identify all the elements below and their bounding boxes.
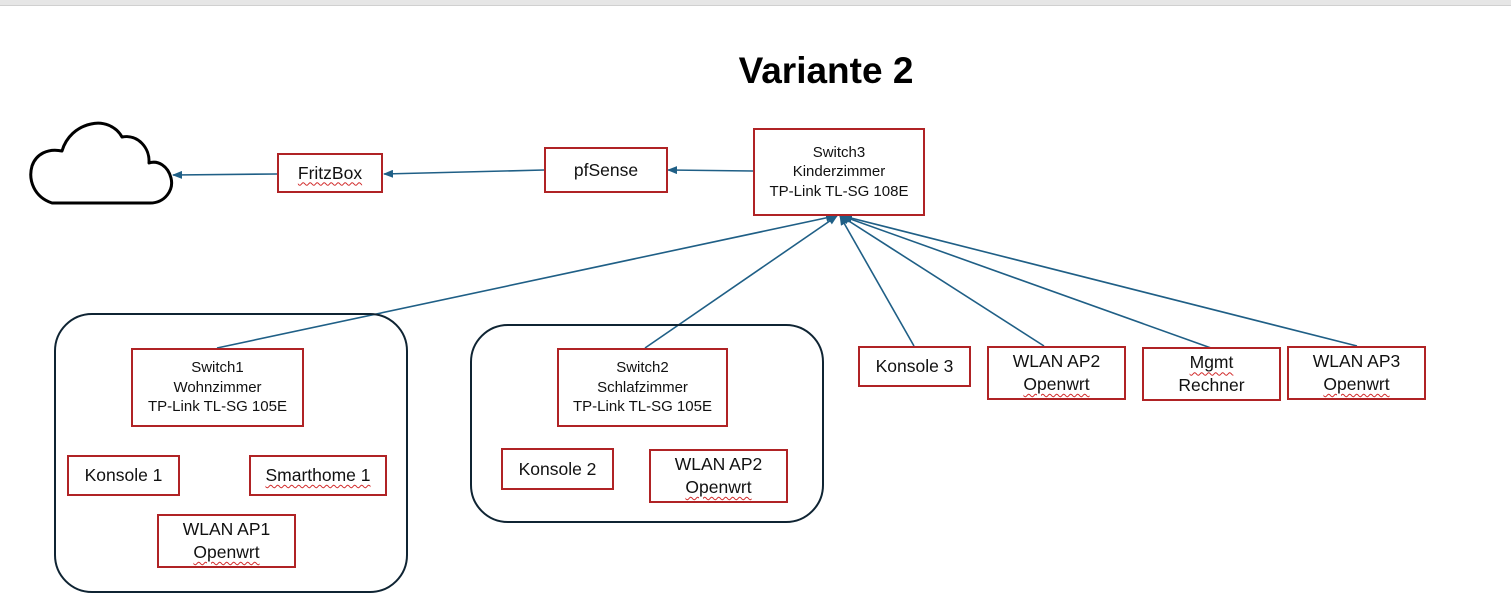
room-schlafzimmer-container <box>470 324 824 523</box>
link-mgmt-to-switch3 <box>841 215 1212 349</box>
node-switch3-room: Kinderzimmer <box>792 163 886 181</box>
link-switch1-to-switch3 <box>216 213 836 349</box>
window-top-edge <box>0 0 1511 6</box>
node-pfsense[interactable]: pfSense <box>544 147 668 193</box>
node-mgmt-rechner[interactable]: Mgmt Rechner <box>1142 347 1281 401</box>
node-switch3-model: TP-Link TL-SG 108E <box>769 182 909 200</box>
node-wlan-ap3-os: Openwrt <box>1323 374 1390 394</box>
link-wlan-ap2-to-switch3 <box>840 215 1045 347</box>
node-switch2-model: TP-Link TL-SG 105E <box>573 398 712 416</box>
node-mgmt-role: Rechner <box>1178 375 1245 395</box>
node-switch1-name: Switch1 <box>191 359 244 377</box>
node-konsole3[interactable]: Konsole 3 <box>858 346 971 387</box>
node-wlan-ap2[interactable]: WLAN AP2 Openwrt <box>987 346 1126 400</box>
node-wlan-ap1-os: Openwrt <box>193 542 260 562</box>
link-wlan-ap3-to-switch3 <box>842 214 1358 347</box>
link-fritzbox-to-cloud <box>172 170 278 179</box>
node-smarthome1[interactable]: Smarthome 1 <box>249 455 387 496</box>
cloud-icon <box>29 121 174 205</box>
node-wlan-ap3[interactable]: WLAN AP3 Openwrt <box>1287 346 1426 400</box>
link-switch3-to-pfsense <box>667 166 754 175</box>
node-konsole1[interactable]: Konsole 1 <box>67 455 180 496</box>
node-switch3-name: Switch3 <box>812 143 866 161</box>
diagram-title: Variante 2 <box>738 50 914 91</box>
node-wlan-ap1[interactable]: WLAN AP1 Openwrt <box>157 514 296 568</box>
node-wlan-ap2-schlafzimmer-os: Openwrt <box>685 477 752 497</box>
node-switch3[interactable]: Switch3 Kinderzimmer TP-Link TL-SG 108E <box>753 128 925 216</box>
node-konsole2[interactable]: Konsole 2 <box>501 448 614 490</box>
node-wlan-ap3-name: WLAN AP3 <box>1312 351 1401 372</box>
link-pfsense-to-fritzbox <box>383 169 545 178</box>
node-konsole2-label: Konsole 2 <box>518 458 597 479</box>
node-wlan-ap2-schlafzimmer[interactable]: WLAN AP2 Openwrt <box>649 449 788 503</box>
node-fritzbox-label: FritzBox <box>297 162 363 183</box>
node-switch1[interactable]: Switch1 Wohnzimmer TP-Link TL-SG 105E <box>131 348 304 427</box>
node-smarthome1-label: Smarthome 1 <box>265 465 371 486</box>
node-fritzbox[interactable]: FritzBox <box>277 153 383 193</box>
node-switch2[interactable]: Switch2 Schlafzimmer TP-Link TL-SG 105E <box>557 348 728 427</box>
node-pfsense-label: pfSense <box>573 159 639 180</box>
node-wlan-ap2-name: WLAN AP2 <box>1012 351 1101 372</box>
node-konsole1-label: Konsole 1 <box>84 465 163 486</box>
node-wlan-ap2-os: Openwrt <box>1023 374 1090 394</box>
node-switch1-model: TP-Link TL-SG 105E <box>148 398 287 416</box>
node-wlan-ap1-name: WLAN AP1 <box>182 519 271 540</box>
node-switch1-room: Wohnzimmer <box>173 378 262 396</box>
node-switch2-name: Switch2 <box>616 359 669 377</box>
link-konsole3-to-switch3 <box>839 215 915 347</box>
node-mgmt-name: Mgmt <box>1189 352 1234 373</box>
node-konsole3-label: Konsole 3 <box>875 356 954 377</box>
room-wohnzimmer-container <box>54 313 408 593</box>
node-switch2-room: Schlafzimmer <box>597 378 688 396</box>
link-switch2-to-switch3 <box>644 215 838 349</box>
node-wlan-ap2-schlafzimmer-name: WLAN AP2 <box>674 454 763 475</box>
